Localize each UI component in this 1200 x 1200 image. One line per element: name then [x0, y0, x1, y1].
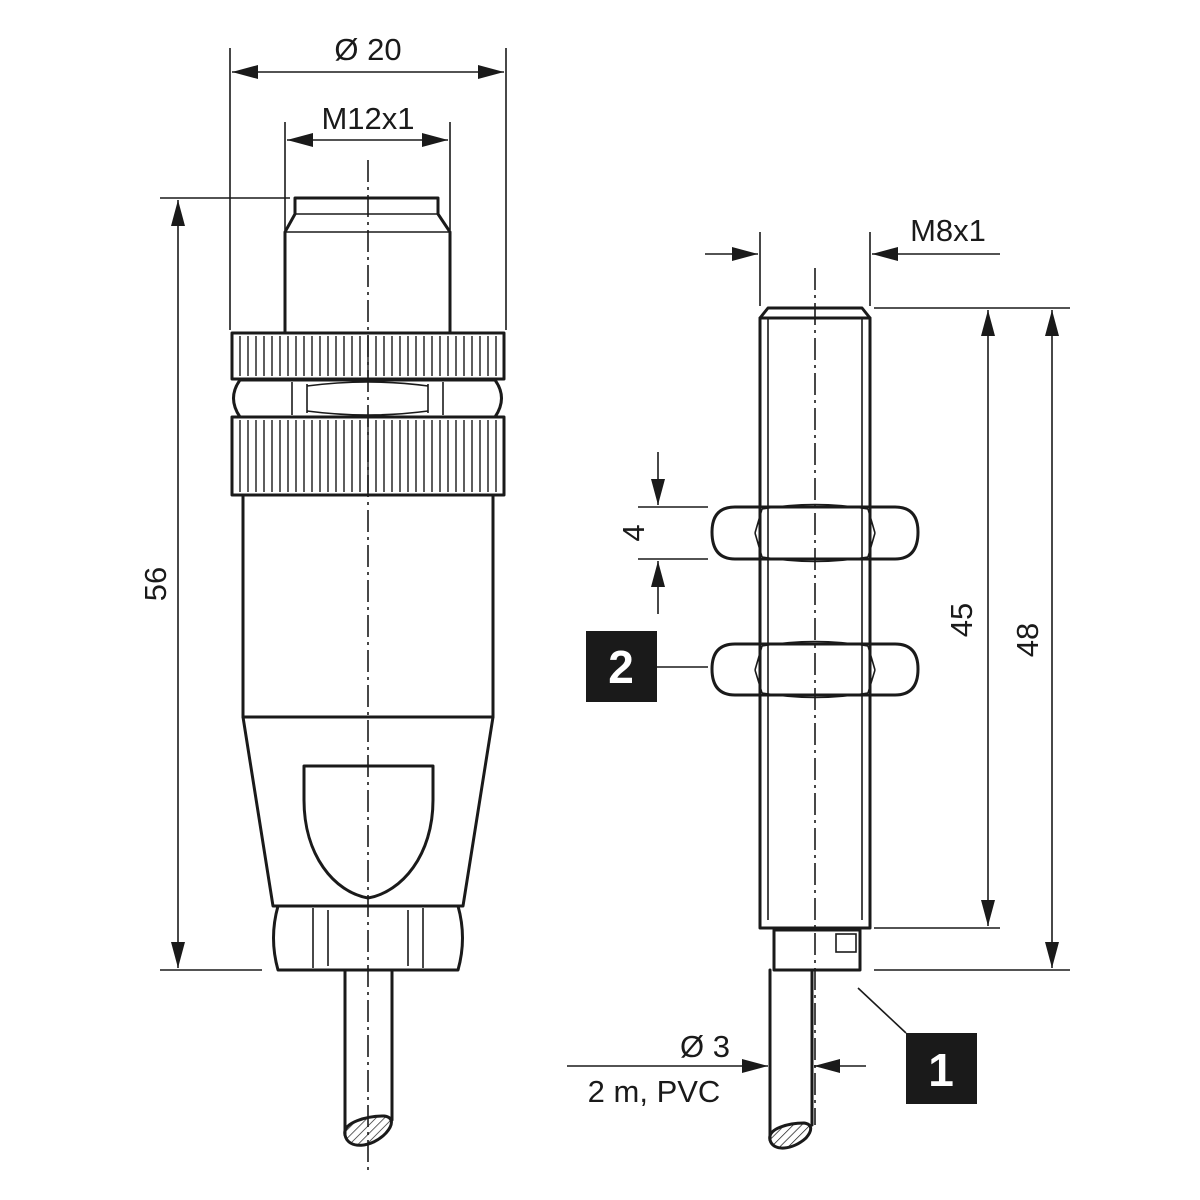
dim-connector-diameter: Ø 20 — [334, 32, 401, 67]
callout-led: 1 — [857, 987, 977, 1104]
connector-dimensions: Ø 20 M12x1 56 — [138, 32, 507, 971]
dim-sensor-length: 48 — [1010, 623, 1045, 657]
callout-led-number: 1 — [928, 1044, 954, 1096]
callout-nut: 2 — [586, 631, 708, 702]
sensor-end-cap — [772, 928, 862, 972]
dim-connector-thread: M12x1 — [321, 101, 414, 136]
callout-nut-number: 2 — [608, 641, 634, 693]
sensor-dimensions: M8x1 4 45 48 Ø 3 2 m, PVC — [567, 213, 1070, 1109]
cable-gland-nut — [272, 904, 464, 972]
m8-sensor — [710, 268, 920, 1150]
led-window — [835, 933, 857, 953]
dim-connector-length: 56 — [138, 567, 173, 601]
connector-cable-cut — [343, 1114, 393, 1147]
dim-cable-diameter: Ø 3 — [680, 1029, 730, 1064]
cable-spec: 2 m, PVC — [588, 1074, 721, 1109]
sensor-cable-cut — [768, 1121, 813, 1150]
dim-sensor-thread: M8x1 — [910, 213, 986, 248]
connector-boot — [241, 715, 495, 908]
dim-thread-length: 45 — [944, 603, 979, 637]
m12-connector — [230, 160, 506, 1170]
dim-nut-thickness: 4 — [616, 524, 651, 541]
knurl-lines-upper — [239, 336, 497, 376]
